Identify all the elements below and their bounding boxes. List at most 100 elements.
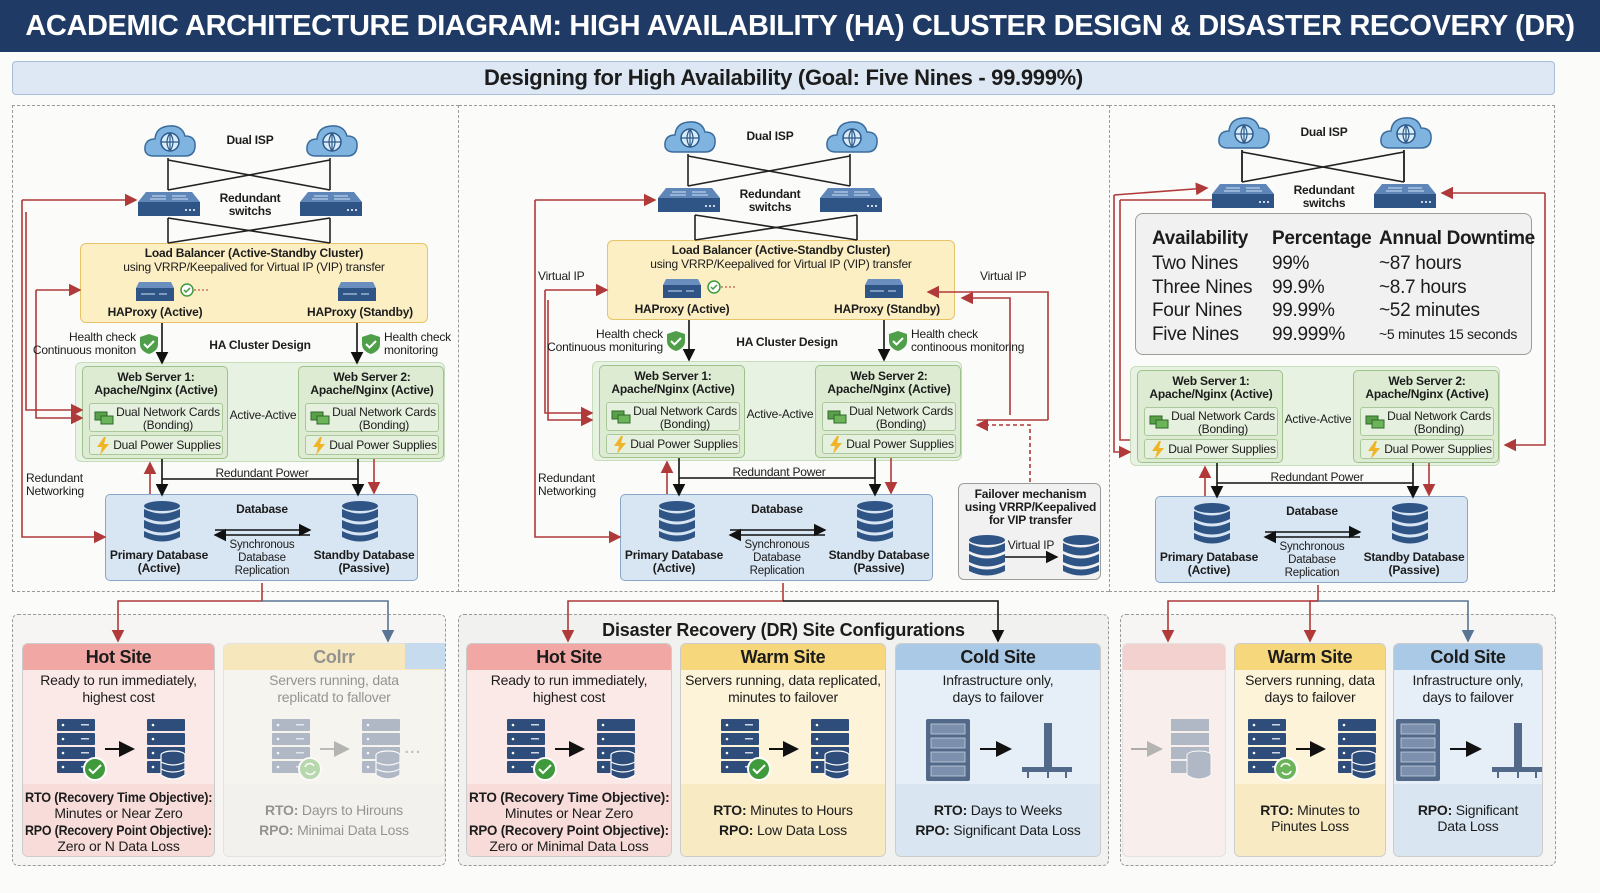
dr-site-description: Servers running, data replicatd to fallo… xyxy=(224,670,444,706)
database-title: Database xyxy=(1262,505,1362,518)
text-fit-wrapper: Minutes or Near Zero xyxy=(504,805,634,821)
standby-database-label: Standby Database (Passive) xyxy=(312,549,416,575)
rto-value: Minutes to Hours xyxy=(750,802,853,818)
redundant-switches-label: Redundant switchs xyxy=(723,188,817,214)
rpo-label: RPO: xyxy=(719,822,754,838)
server-to-database-icon xyxy=(719,717,850,783)
rto-value: Minutes or Near Zero xyxy=(469,805,669,821)
active-active-label: Active-Active xyxy=(229,409,297,422)
replication-label: Synchronous Database Replication xyxy=(1266,541,1358,580)
network-card-icon xyxy=(611,409,631,425)
rpo-line: RPO: Significant Data Loss xyxy=(1396,802,1540,834)
text-fit-wrapper: Health check Continuous monituring xyxy=(547,327,663,354)
rto-label: RTO (Recovery Time Objective): xyxy=(25,789,213,805)
server-to-database-icon xyxy=(270,717,401,783)
rpo-value: Significant Data Loss xyxy=(1437,802,1519,834)
dr-site-name: Cold Site xyxy=(1394,644,1542,670)
text-fit-wrapper: Active-Active xyxy=(229,408,297,422)
rpo-value: Significant Data Loss xyxy=(953,822,1081,838)
text-fit-wrapper: Infrastructure only, days to failover xyxy=(1412,672,1524,705)
table-cell: 99.9% xyxy=(1272,276,1325,298)
isp-cloud-icon xyxy=(1378,112,1434,152)
text-fit-wrapper: Primary Database (Active) xyxy=(1159,550,1259,577)
rpo-label: RPO: xyxy=(1417,802,1453,818)
dual-isp-label: Dual ISP xyxy=(200,134,300,147)
web-server-1-title: Web Server 1: Apache/Nginx (Active) xyxy=(1140,375,1282,401)
web-server-2-box: Web Server 2: Apache/Nginx (Active)Dual … xyxy=(1353,370,1499,463)
dr-site-name: Cold Site xyxy=(896,644,1100,670)
rpo-value: Minimai Data Loss xyxy=(297,822,409,838)
rto-label: RTO: xyxy=(933,802,968,818)
table-cell: ~5 minutes 15 seconds xyxy=(1379,325,1518,342)
lightning-icon xyxy=(829,436,843,454)
text-fit-wrapper: Redundant switchs xyxy=(1293,183,1355,210)
isp-cloud-icon xyxy=(824,116,880,156)
switch-icon xyxy=(1372,182,1438,210)
text-fit-wrapper: Dual Power Supplies xyxy=(1168,442,1276,456)
web-server-2-title: Web Server 2: Apache/Nginx (Active) xyxy=(301,371,443,397)
lightning-icon xyxy=(1367,441,1381,459)
replication-label: Synchronous Database Replication xyxy=(731,539,823,578)
dual-nic-box: Dual Network Cards (Bonding) xyxy=(606,402,740,431)
text-fit-wrapper: Health check Continuous moniton xyxy=(32,330,136,357)
redundant-networking-label: Redundant Networking xyxy=(26,472,96,498)
text-fit-wrapper: Synchronous Database Replication xyxy=(229,539,295,577)
text-fit-wrapper: Redundant Power xyxy=(732,465,826,479)
rpo-value: Zero or Minimal Data Loss xyxy=(469,838,669,854)
text-fit-wrapper: Redundant Power xyxy=(215,466,309,480)
text-fit-wrapper: Standby Database (Passive) xyxy=(828,548,930,575)
health-check-right: Health check monitoring xyxy=(384,331,506,357)
text-fit-wrapper: Zero or Minimal Data Loss xyxy=(489,838,649,854)
virtual-ip-right-label: Virtual IP xyxy=(980,270,1040,283)
network-card-icon xyxy=(94,410,114,426)
lightning-icon xyxy=(1151,441,1165,459)
rpo-line: RPO: Low Data Loss xyxy=(683,822,883,838)
server-to-database-icon xyxy=(505,717,636,783)
rto-value: Days to Weeks xyxy=(970,802,1063,818)
web-server-1-box: Web Server 1: Apache/Nginx (Active)Dual … xyxy=(82,366,228,459)
text-fit-wrapper: Dual Network Cards (Bonding) xyxy=(633,404,737,431)
text-fit-wrapper: Infrastructure only, days to failover xyxy=(942,672,1054,705)
text-fit-wrapper: Dual Power Supplies xyxy=(630,437,738,451)
haproxy-standby-label: HAProxy (Standby) xyxy=(295,306,425,319)
primary-database-icon xyxy=(1192,502,1232,546)
text-fit-wrapper: Dual Network Cards (Bonding) xyxy=(1387,409,1491,436)
dr-site-description: Ready to run immediately, highest cost xyxy=(23,670,214,706)
text-fit-wrapper: Virtual IP xyxy=(1007,538,1055,552)
text-fit-wrapper: RPO (Recovery Point Objective): xyxy=(469,822,669,838)
haproxy-active-icon xyxy=(662,277,702,299)
haproxy-standby-icon xyxy=(864,277,904,299)
text-fit-wrapper: Servers running, data replicated, minute… xyxy=(685,672,881,705)
network-card-icon xyxy=(1365,414,1385,430)
table-cell: Five Nines xyxy=(1152,323,1239,345)
redundant-power-label: Redundant Power xyxy=(200,467,324,480)
text-fit-wrapper: Failover mechanism using VRRP/Keepalived… xyxy=(964,487,1097,527)
web-server-1-box: Web Server 1: Apache/Nginx (Active) Dual … xyxy=(1137,370,1283,463)
failover-mechanism-box: Failover mechanism using VRRP/Keepalived… xyxy=(958,483,1101,580)
standby-database-label: Standby Database (Passive) xyxy=(827,549,931,575)
text-fit-wrapper: Dual Power Supplies xyxy=(329,438,437,452)
dual-psu-label: Dual Power Supplies xyxy=(629,438,739,451)
text-fit-wrapper: Web Server 1: Apache/Nginx (Active) xyxy=(611,369,735,396)
rto-label: RTO: xyxy=(713,802,747,818)
standby-database-icon xyxy=(340,500,380,544)
text-fit-wrapper: Dual Power Supplies xyxy=(113,438,221,452)
isp-cloud-icon xyxy=(142,120,198,160)
dr-site-description: Infrastructure only, days to failover xyxy=(896,670,1100,706)
hot-site-header xyxy=(1123,644,1225,670)
text-fit-wrapper: Redundant Networking xyxy=(538,471,597,498)
network-card-icon xyxy=(827,409,847,425)
dual-nic-box: Dual Network Cards (Bonding) xyxy=(822,402,956,431)
text-fit-wrapper: Health check continoous monitoring xyxy=(911,327,1025,354)
shield-check-icon xyxy=(888,330,908,352)
rto-label: RTO: xyxy=(1260,802,1294,818)
primary-database-label: Primary Database (Active) xyxy=(106,549,212,575)
health-check-right: Health check continoous monitoring xyxy=(911,328,1033,354)
rpo-label: RPO: xyxy=(915,822,950,838)
dual-nic-box: Dual Network Cards (Bonding) xyxy=(305,403,439,432)
text-fit-wrapper: Active-Active xyxy=(1284,412,1352,426)
text-fit-wrapper: Dual Network Cards (Bonding) xyxy=(332,405,436,432)
